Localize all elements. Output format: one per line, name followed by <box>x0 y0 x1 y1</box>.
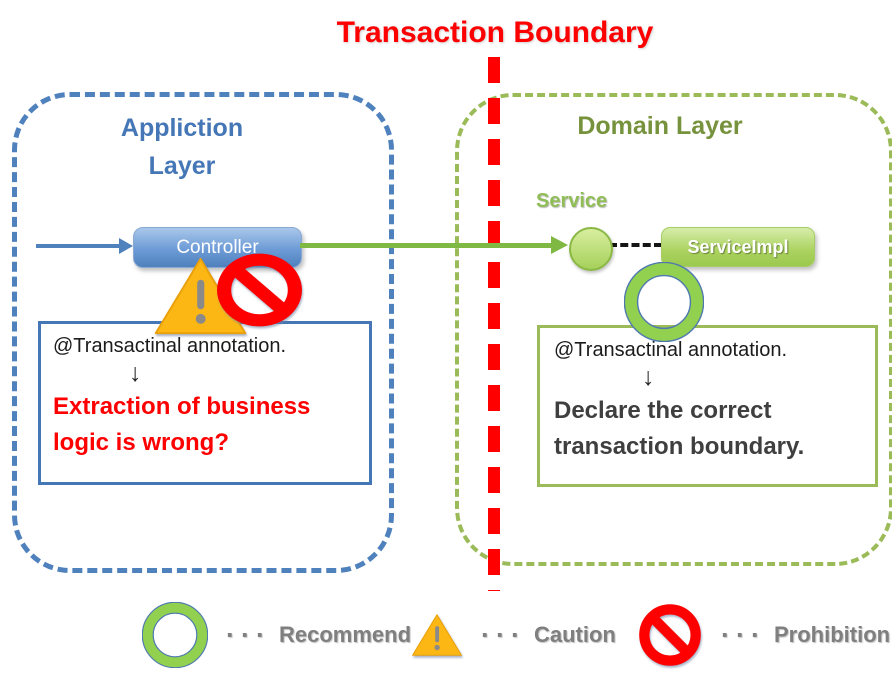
prohibition-icon <box>639 604 701 666</box>
legend-label-prohibition: Prohibition <box>773 622 891 647</box>
legend-item-prohibition: ··· Prohibition <box>637 600 890 670</box>
legend-item-recommend: ··· Recommend <box>142 600 411 670</box>
application-note-box: @Transactinal annotation. ↓ Extraction o… <box>38 321 372 485</box>
legend-dots: ··· <box>481 619 526 650</box>
domain-note-box: @Transactinal annotation. ↓ Declare the … <box>537 325 878 487</box>
service-interface-label: Service <box>536 190 608 212</box>
legend-dots: ··· <box>226 619 271 650</box>
serviceimpl-label: ServiceImpl <box>687 236 789 257</box>
domain-note-annotation: @Transactinal annotation. <box>554 339 788 361</box>
page-title: Transaction Boundary <box>336 16 654 49</box>
arrow-head-icon <box>551 236 568 254</box>
service-interface-node <box>569 227 613 271</box>
recommend-ring-icon <box>624 262 704 342</box>
domain-layer-container <box>455 93 892 566</box>
application-note-annotation: @Transactinal annotation. <box>53 335 287 357</box>
application-layer-container <box>12 92 394 573</box>
caution-triangle-icon <box>412 614 462 656</box>
down-arrow-icon: ↓ <box>129 359 142 387</box>
domain-layer-title: Domain Layer <box>577 112 743 140</box>
arrow-line <box>36 244 119 248</box>
legend-dots: ··· <box>721 619 766 650</box>
prohibition-icon <box>217 253 302 327</box>
domain-note-message: Declare the correct transaction boundary… <box>554 397 805 461</box>
transaction-boundary-line <box>488 57 500 591</box>
incoming-request-arrow <box>36 237 133 255</box>
controller-to-service-arrow <box>300 236 568 254</box>
application-note-message: Extraction of business logic is wrong? <box>53 393 311 457</box>
controller-label: Controller <box>176 236 259 258</box>
arrow-head-icon <box>119 238 133 254</box>
interface-implementation-link <box>609 243 662 247</box>
legend-label-recommend: Recommend <box>278 622 412 647</box>
legend-item-caution: ··· Caution <box>411 600 616 670</box>
serviceimpl-node: ServiceImpl <box>661 227 815 267</box>
recommend-ring-icon <box>142 602 208 668</box>
application-layer-title: Appliction Layer <box>62 110 302 185</box>
arrow-line <box>300 242 551 248</box>
application-layer-title-line1: Appliction <box>120 114 244 142</box>
application-layer-title-line2: Layer <box>148 151 216 180</box>
down-arrow-icon: ↓ <box>642 363 655 391</box>
legend-label-caution: Caution <box>533 622 616 647</box>
